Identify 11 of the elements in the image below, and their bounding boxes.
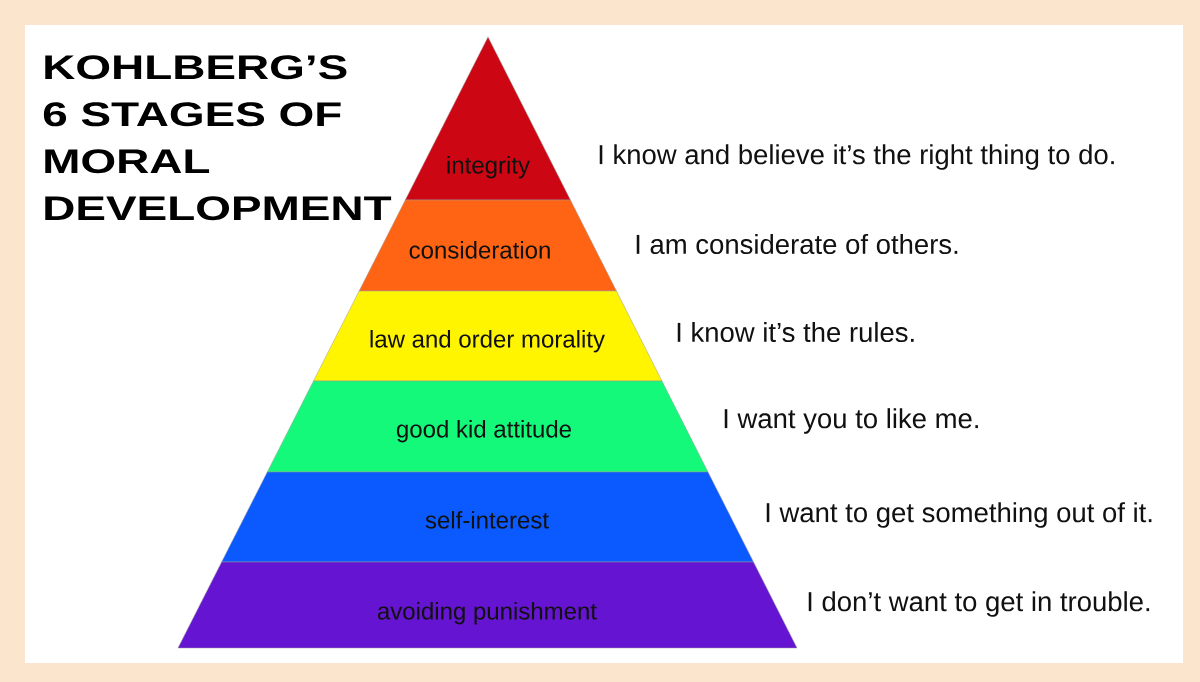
pyramid-band: self-interest [221, 471, 754, 563]
description-text: I don’t want to get in trouble. [808, 591, 1150, 617]
description-text: I want to get something out of it. [766, 502, 1152, 528]
pyramid-band: integrity [405, 36, 571, 201]
description-text: I know and believe it’s the right thing to do. [599, 144, 1114, 170]
pyramid-band: good kid attitude [267, 380, 709, 473]
pyramid-band: law and order morality [313, 290, 663, 382]
description-text: I want you to like me. [724, 408, 978, 434]
pyramid-band: avoiding punishment [177, 561, 798, 649]
description-text: I know it’s the rules. [677, 321, 914, 343]
description-text: I am considerate of others. [636, 233, 958, 255]
